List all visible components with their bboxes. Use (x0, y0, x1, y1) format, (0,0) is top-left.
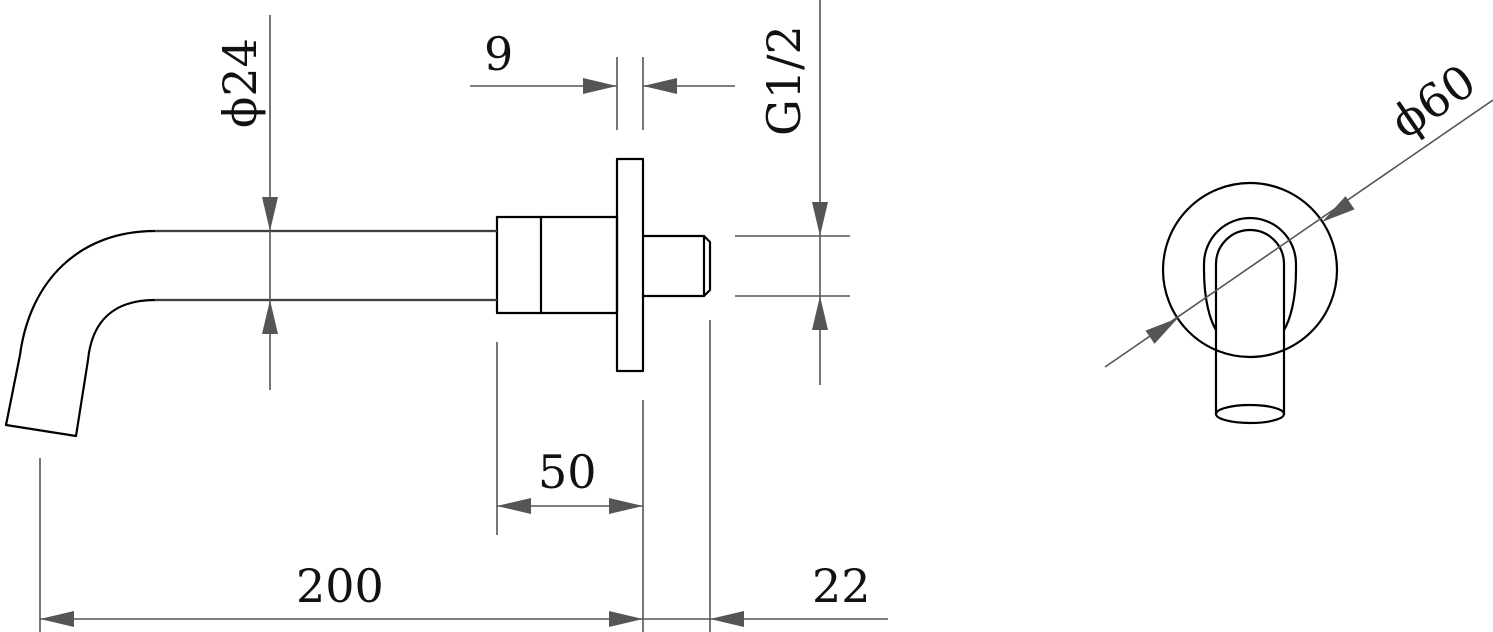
arrow-up (812, 296, 828, 330)
arrow-right (583, 78, 617, 94)
spout-front-inner (1202, 216, 1298, 272)
arrow-down (262, 197, 278, 231)
dimension-flange-9-label: 9 (484, 27, 513, 81)
arrow-down (812, 202, 828, 236)
arrow-right (609, 498, 643, 514)
dimension-diameter-60: ϕ60 (1104, 54, 1493, 368)
dimension-diameter-60-label: ϕ60 (1381, 54, 1486, 149)
front-view (1161, 181, 1339, 425)
threaded-connector (641, 234, 712, 298)
spout-outline (4, 229, 499, 438)
dimension-thread-22-label: 22 (812, 559, 871, 613)
dimension-thread-label: G1/2 (757, 25, 811, 136)
dimension-thread-g12: G1/2 (735, 0, 850, 385)
dimension-diameter-24: ϕ24 (155, 15, 497, 390)
spout-body (495, 215, 619, 315)
dimension-thread-22: 22 (643, 320, 888, 632)
dimension-diameter-24-label: ϕ24 (213, 38, 267, 128)
wall-flange (615, 157, 645, 373)
spout-front-opening (1214, 403, 1286, 425)
dimension-body-50-label: 50 (538, 445, 597, 499)
dimension-total-200-label: 200 (296, 559, 384, 613)
arrow-left (497, 498, 531, 514)
arrow-left (643, 78, 677, 94)
arrow-left (710, 611, 744, 627)
arrow-up (262, 300, 278, 334)
inner-arc-left (1202, 268, 1218, 332)
arrow-left (40, 611, 74, 627)
dimension-flange-9: 9 (470, 27, 735, 130)
rosette-outer-circle (1161, 181, 1339, 359)
dimension-body-50: 50 (496, 342, 644, 632)
side-view (4, 157, 712, 438)
arrow-right (609, 611, 643, 627)
inner-arc-right (1282, 268, 1298, 332)
spout-front-outline (1214, 228, 1286, 416)
dimension-total-200: 200 (39, 458, 643, 632)
